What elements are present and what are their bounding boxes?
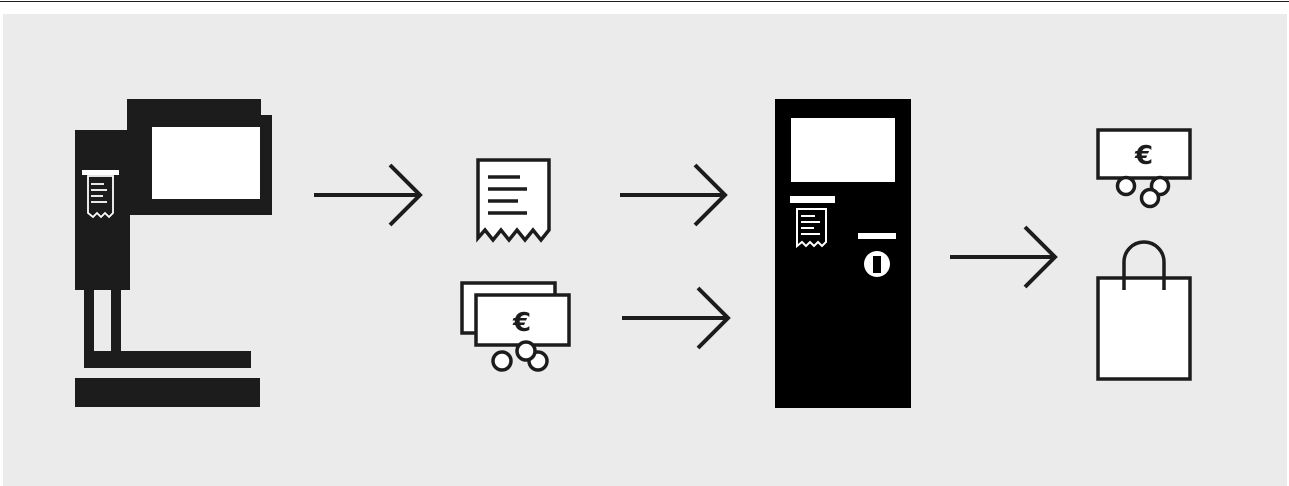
receipt-icon — [476, 158, 551, 243]
shopping-bag-icon — [1096, 240, 1192, 381]
kiosk-receipt-slot — [790, 196, 835, 203]
scale-receipt-icon — [82, 170, 119, 219]
scale-display-screen — [152, 127, 260, 199]
payment-kiosk-icon — [775, 99, 911, 408]
arrow-icon — [314, 163, 423, 227]
top-divider — [0, 1, 1289, 2]
arrow-icon — [620, 163, 728, 227]
euro-symbol: € — [1134, 141, 1153, 171]
arrow-icon — [950, 225, 1058, 289]
euro-symbol: € — [512, 308, 531, 338]
diagram-panel — [3, 14, 1287, 486]
change-icon: € — [1096, 128, 1192, 209]
arrow-icon — [622, 286, 731, 350]
kiosk-screen — [791, 118, 895, 182]
cash-icon: € — [460, 281, 571, 372]
kiosk-coin-slot — [858, 233, 896, 239]
